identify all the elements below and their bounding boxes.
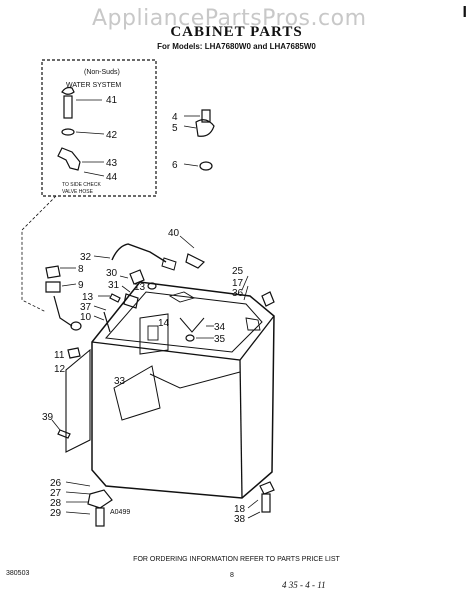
callout-9: 9 [78,280,84,291]
callout-10: 10 [80,312,92,323]
callout-31: 31 [108,280,120,291]
washer-part-42 [61,128,75,136]
diagram-lines [21,59,275,527]
callout-44: 44 [106,172,118,183]
part-9 [45,281,61,293]
callout-39: 39 [42,412,54,423]
callout-6: 6 [172,160,178,171]
callout-14: 14 [158,318,170,329]
callout-17: 17 [232,278,244,289]
callout-11: 11 [54,350,65,361]
callout-25: 25 [232,266,244,277]
pipe-part-32 [111,243,167,263]
callout-4: 4 [172,112,178,123]
callout-33: 33 [114,376,126,387]
callout-12: 12 [54,364,66,375]
part-34 [179,317,205,333]
part-40 [185,253,206,269]
foot-bracket [87,489,113,509]
cabinet-body [91,281,275,499]
callout-13-lower: 13 [82,292,94,303]
callout-26: 26 [50,478,62,489]
figure-code: A0499 [110,509,130,516]
inset-note-2: VALVE HOSE [62,189,94,195]
document-number: 380503 [6,570,30,577]
inset-heading-2: WATER SYSTEM [66,82,121,89]
hose-part-41 [61,86,75,95]
inset-heading-1: (Non-Suds) [84,69,120,76]
part-39 [57,429,71,439]
hose-tube-41 [63,95,73,119]
callout-5: 5 [172,123,178,134]
part-5 [195,119,215,137]
part-6 [199,161,213,171]
callout-34: 34 [214,322,226,333]
leveling-leg [95,507,105,527]
part-30 [129,269,145,285]
part-8 [45,265,61,279]
part-14 [139,313,169,355]
callout-43: 43 [106,158,118,169]
callout-18: 18 [234,504,246,515]
callout-41: 41 [106,95,118,106]
callout-40: 40 [168,228,180,239]
callout-13-upper: 13 [134,282,146,293]
callout-37: 37 [80,302,92,313]
callout-8: 8 [78,264,84,275]
ordering-footer: FOR ORDERING INFORMATION REFER TO PARTS … [133,556,340,563]
callout-27: 27 [50,488,62,499]
callout-38: 38 [234,514,246,525]
part-38 [261,493,271,513]
handwritten-note: 4 35 - 4 - 11 [282,580,326,590]
part-35 [185,334,195,342]
part-18 [259,481,275,495]
watermark: AppliancePartsPros.com [92,6,367,31]
elbow-part-43 [57,147,81,171]
brace-33 [113,365,161,421]
page-title: CABINET PARTS [170,24,303,40]
part-36 [261,291,275,307]
inset-note-1: TO SIDE CHECK [62,182,101,188]
part-31 [123,293,139,309]
callout-29: 29 [50,508,62,519]
callout-28: 28 [50,498,62,509]
side-panel-12 [65,348,91,453]
part-11 [67,347,81,359]
callout-32: 32 [80,252,92,263]
page-subtitle: For Models: LHA7680W0 and LHA7685W0 [157,42,316,51]
callout-42: 42 [106,130,118,141]
callout-36: 36 [232,288,244,299]
callout-30: 30 [106,268,118,279]
callout-35: 35 [214,334,226,345]
corner-mark: I [462,4,467,21]
inset-box [41,59,157,197]
page-number: 8 [230,572,234,579]
